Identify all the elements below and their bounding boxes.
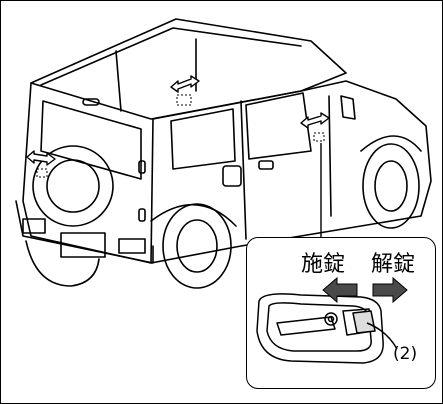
side-body: [150, 80, 432, 264]
side-window-door: [245, 92, 312, 160]
double-arrow-icon: [300, 112, 330, 129]
detail-inset: [246, 237, 436, 389]
license-plate: [60, 232, 106, 258]
unlock-label: 解錠: [371, 252, 416, 277]
lock-arrow-icon: [322, 276, 358, 304]
front-wheel: [362, 143, 420, 229]
rear-wheel: [162, 203, 232, 289]
rear-window: [40, 100, 142, 180]
door-handle: [258, 160, 274, 170]
double-arrow-icon: [170, 75, 200, 93]
spare-tire: [32, 145, 114, 227]
unlock-arrow-icon: [372, 276, 408, 304]
double-arrow-icon: [26, 150, 56, 166]
reference-number: (2): [393, 344, 418, 364]
side-window-rear: [170, 108, 236, 170]
lock-label: 施錠: [301, 252, 346, 277]
rear-body: [22, 82, 154, 264]
roof-outline: [30, 18, 347, 120]
inner-handle-bezel: [256, 293, 384, 364]
